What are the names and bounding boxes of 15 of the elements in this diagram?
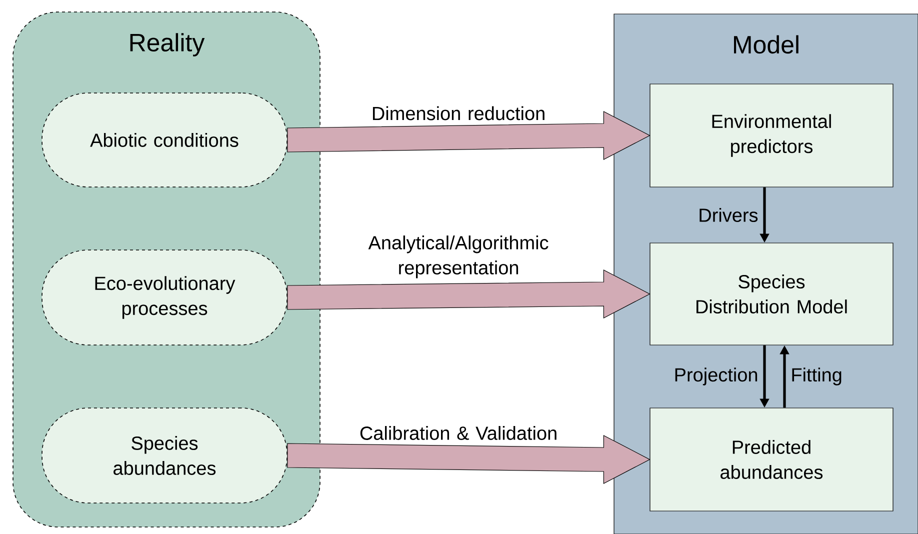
block-arrow	[287, 111, 650, 160]
process-box: Predicted abundances	[650, 408, 894, 512]
process-box: Species Distribution Model	[650, 242, 894, 346]
edge-label: Projection	[675, 368, 758, 386]
rounded-box: Species abundances	[42, 408, 288, 504]
edge-label: Fitting	[792, 368, 842, 386]
edge-label: Drivers	[700, 208, 758, 222]
edge-label: Analytical/Algorithmic representation	[368, 236, 548, 278]
rounded-box: Abiotic conditions	[42, 92, 288, 188]
edge-label: Calibration & Validation	[360, 426, 556, 440]
process-box: Environmental predictors	[650, 84, 894, 188]
rounded-box: Eco-evolutionary processes	[42, 250, 288, 346]
edge-label: Dimension reduction	[372, 106, 544, 120]
block-arrow	[287, 270, 650, 318]
block-arrow	[287, 435, 650, 484]
